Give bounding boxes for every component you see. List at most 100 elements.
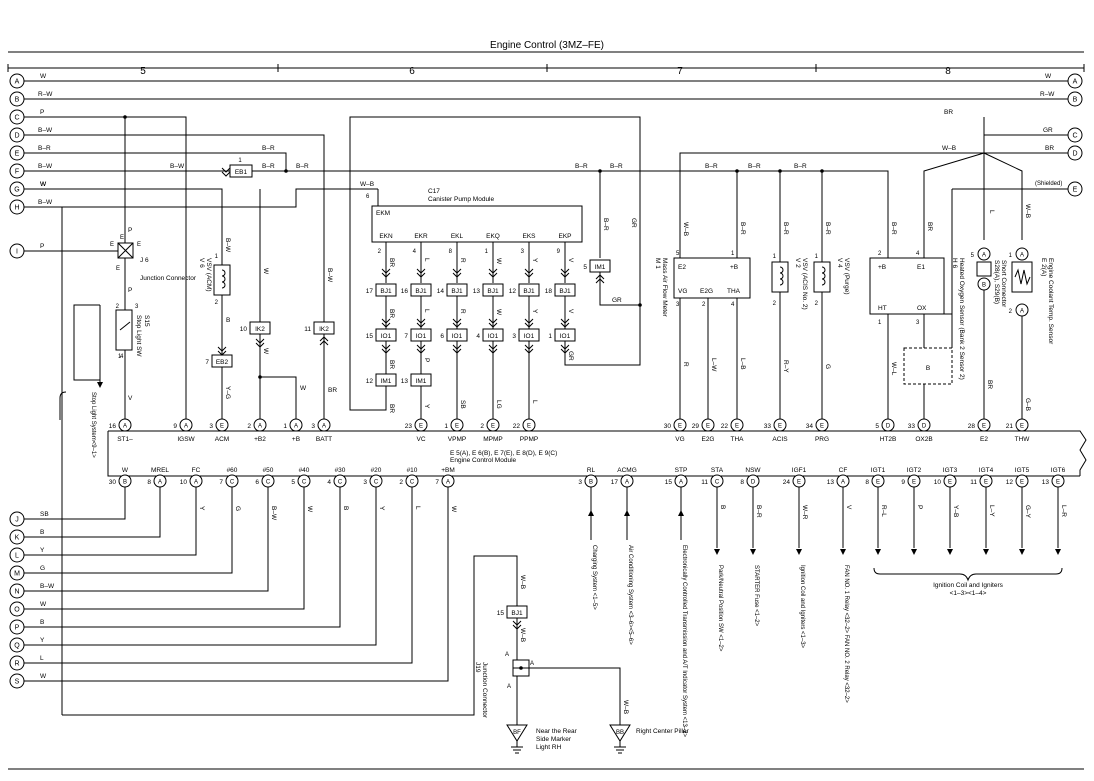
wire-color: P (916, 505, 923, 509)
wire-color: L (414, 506, 421, 510)
ecm-terminal-name: HT2B (880, 436, 897, 443)
v4-name: VSV (Purge) (843, 258, 850, 295)
wire-color: W (450, 506, 457, 513)
pin-number: 15 (366, 333, 374, 340)
stop-note: Stop Light System<9–1> (90, 392, 96, 458)
im1-connector-label: IM1 (595, 264, 606, 271)
wire-e (24, 152, 287, 171)
ecm-terminal-name: STP (675, 467, 688, 474)
ecm-bottom-terminal-letter: A (841, 480, 845, 486)
note-text: Electronically Controlled Transmission a… (681, 545, 687, 737)
h6-id: H 6 (951, 258, 958, 269)
ecm-terminal-name: IGSW (177, 436, 195, 443)
j19-name: Junction Connector (481, 662, 488, 719)
wire-color: W–B (519, 575, 526, 589)
wire (529, 667, 621, 725)
ground-icon (609, 724, 631, 742)
connector-right-c-letter: C (1072, 133, 1077, 140)
wire (599, 272, 640, 306)
wire-j (24, 487, 126, 520)
pin-number: 1 (238, 158, 242, 164)
pin-number: 10 (240, 326, 248, 333)
canister-name: Canister Pump Module (428, 196, 494, 203)
connector-r-letter: R (14, 661, 19, 668)
wire-color: B–R (38, 145, 51, 152)
ecm-bottom-terminal-letter: A (625, 480, 629, 486)
im1-connector-label: IM1 (416, 378, 427, 385)
ecm-terminal-name: IGT6 (1051, 467, 1066, 474)
ecm-bottom-terminal-letter: C (266, 480, 271, 486)
ecm-terminal-name: RL (587, 467, 596, 474)
ecm-top-terminal-letter: E (735, 424, 739, 430)
arrow-head-icon (750, 549, 756, 555)
wire-color: B–R (602, 218, 609, 231)
section-number: 5 (140, 66, 146, 77)
bj1-connector-label: BJ1 (451, 288, 463, 295)
connector-l-letter: L (15, 553, 19, 560)
pin-number: 2 (1009, 309, 1013, 315)
io1-connector-label: IO1 (452, 333, 463, 340)
pin-number: 2 (480, 423, 484, 430)
v2-name: VSV (ACIS No. 2) (801, 258, 808, 310)
io1-connector-label: IO1 (416, 333, 427, 340)
ecm-terminal-name: IGT5 (1015, 467, 1030, 474)
ecm-top-terminal-letter: A (294, 424, 298, 430)
section-number: 8 (945, 66, 951, 77)
pin-number: 11 (970, 479, 977, 486)
wire-color: B (342, 506, 349, 510)
ik2-connector-label: IK2 (319, 326, 329, 333)
wire-color: W–B (1024, 204, 1031, 218)
ecm-terminal-name: #30 (335, 467, 346, 474)
pin-number: 2 (878, 251, 882, 257)
pin-number: 30 (109, 479, 117, 486)
bf-text: Near the Rear (536, 728, 578, 735)
pin-number: 4 (120, 354, 124, 360)
wire-color: Y (423, 404, 430, 409)
wire-color: SB (40, 511, 49, 518)
pin-number: 3 (578, 479, 582, 486)
wire-s (24, 487, 449, 682)
wire-color: W (262, 348, 269, 355)
note-text: Air Conditioning System <3–6><5–6> (627, 545, 633, 645)
wire-color: B–R (262, 145, 275, 152)
wire-stop (73, 304, 100, 381)
m1-pin: +B (730, 264, 738, 271)
arrow-icon (524, 322, 534, 328)
connector-j-letter: J (15, 517, 19, 524)
ecm-terminal-name: MPMP (483, 436, 503, 443)
pin-number: 7 (219, 479, 223, 486)
ecm-terminal-name: ACM (215, 436, 229, 443)
pin-number: 9 (557, 249, 561, 255)
wire-color: G–B (1024, 398, 1031, 411)
page-title: Engine Control (3MZ–FE) (490, 40, 604, 51)
ecm-terminal-name: MREL (151, 467, 169, 474)
wire-color: L–B (739, 358, 746, 370)
pin-number: 2 (399, 479, 403, 486)
wire (923, 152, 985, 258)
wire-color: R (459, 258, 466, 263)
pin-number: 2 (378, 249, 382, 255)
arrow-head-icon (1055, 549, 1061, 555)
pin-number: 3 (521, 249, 525, 255)
wire-color: Y (40, 637, 45, 644)
pin-number: 1 (548, 333, 552, 340)
arrow-head-icon (97, 382, 103, 388)
s15-name: Stop Light SW (135, 315, 142, 357)
arrow-icon (381, 272, 391, 278)
arrow-head-icon (678, 510, 684, 516)
canister-pin-name: EKR (414, 233, 428, 240)
wire-color: B (40, 529, 44, 536)
ecm-bottom-terminal-letter: C (410, 480, 415, 486)
ecm-terminal-name: PRG (815, 436, 829, 443)
pin-number: 6 (255, 479, 259, 486)
connector-n-letter: N (14, 589, 19, 596)
bf-text: Light RH (536, 744, 562, 751)
bj1-connector-label: BJ1 (380, 288, 392, 295)
io1-connector-label: IO1 (381, 333, 392, 340)
pin-number: 22 (721, 423, 729, 430)
s15-contact (119, 321, 131, 331)
wire-color: B–W (326, 268, 333, 283)
wire-color: GR (612, 297, 622, 304)
wire-color: B–W (40, 583, 55, 590)
